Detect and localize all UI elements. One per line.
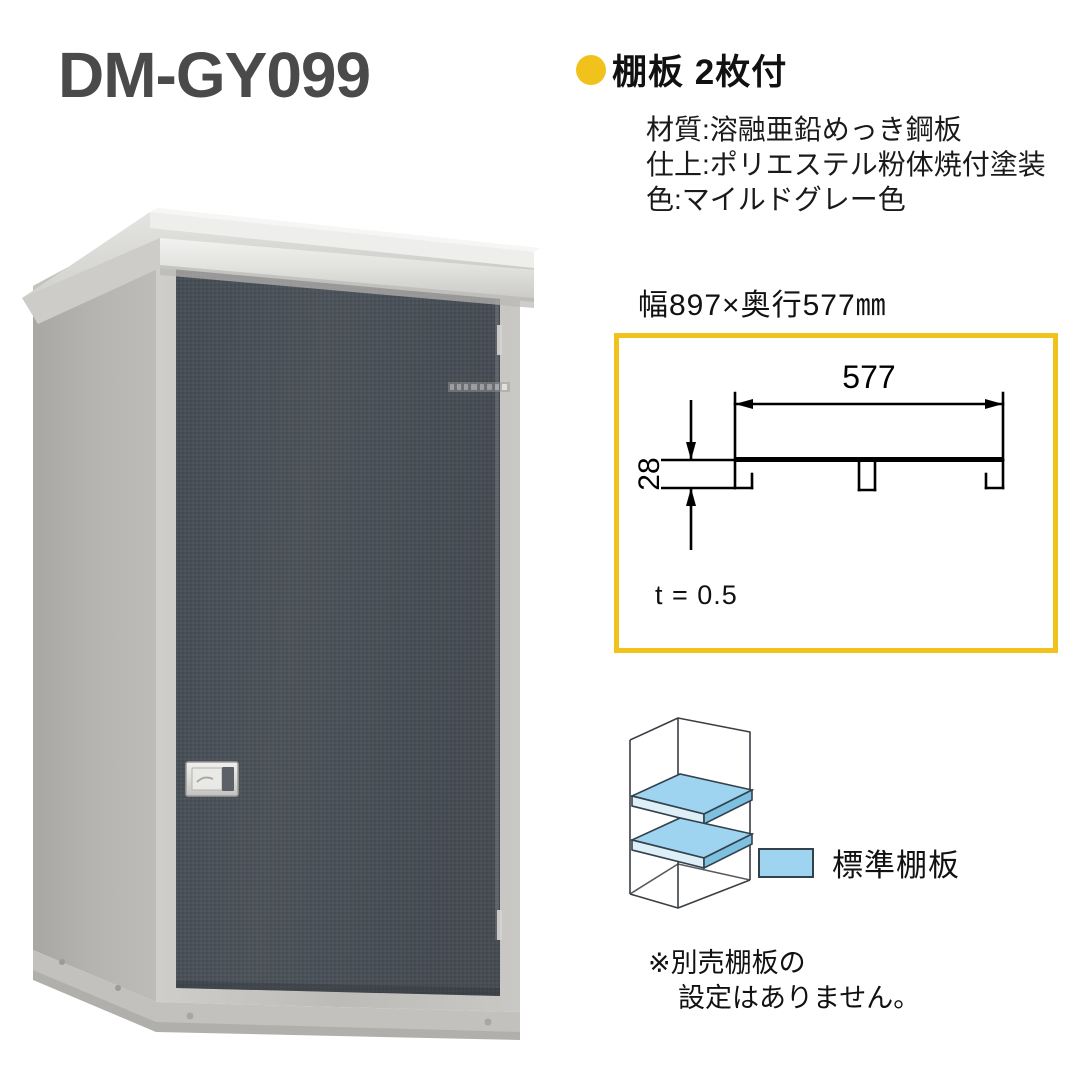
legend-swatch-standard-shelf [758,847,814,878]
height-dimension-label: 28 [633,457,666,490]
footnote-line-2: 設定はありません。 [678,983,921,1013]
shelf-legend: 標準棚板 [758,840,960,885]
width-dimension-label: 577 [842,359,895,395]
dimension-caption: 幅897×奥行577㎜ [638,289,887,322]
spec-finish: 仕上:ポリエステル粉体焼付塗装 [646,149,1046,180]
cross-section-drawing-box: 28 577 [614,333,1058,653]
cabinet-side-panel [33,220,156,1002]
brand-mark-icon [448,382,510,392]
spec-list: 材質:溶融亜鉛めっき鋼板 仕上:ポリエステル粉体焼付塗装 色:マイルドグレー色 [646,112,1046,217]
bullet-dot-icon [576,54,606,85]
page-title: DM-GY099 [58,39,371,111]
cabinet-roof [22,208,540,392]
shelf-plate-lower [629,817,755,870]
spec-material: 材質:溶融亜鉛めっき鋼板 [646,114,962,145]
spec-color: 色:マイルドグレー色 [646,184,906,215]
footnote: ※別売棚板の 設定はありません。 [648,946,920,1016]
shelf-headline-label: 棚板 2枚付 [612,53,788,92]
shelf-headline: 棚板 2枚付 [576,44,787,95]
shelf-plate-upper [629,773,755,826]
cross-section-svg: 28 577 [633,359,1005,550]
footnote-line-1: ※別売棚板の [648,948,806,978]
cabinet-door [176,243,500,996]
legend-label-standard-shelf: 標準棚板 [832,848,960,883]
shelf-isometric-diagram [620,712,780,912]
product-photo [0,150,560,1050]
door-handle-lock [185,761,239,797]
cabinet-base [33,950,520,1040]
thickness-label: t = 0.5 [655,580,738,610]
door-hinge-marks [497,325,502,940]
